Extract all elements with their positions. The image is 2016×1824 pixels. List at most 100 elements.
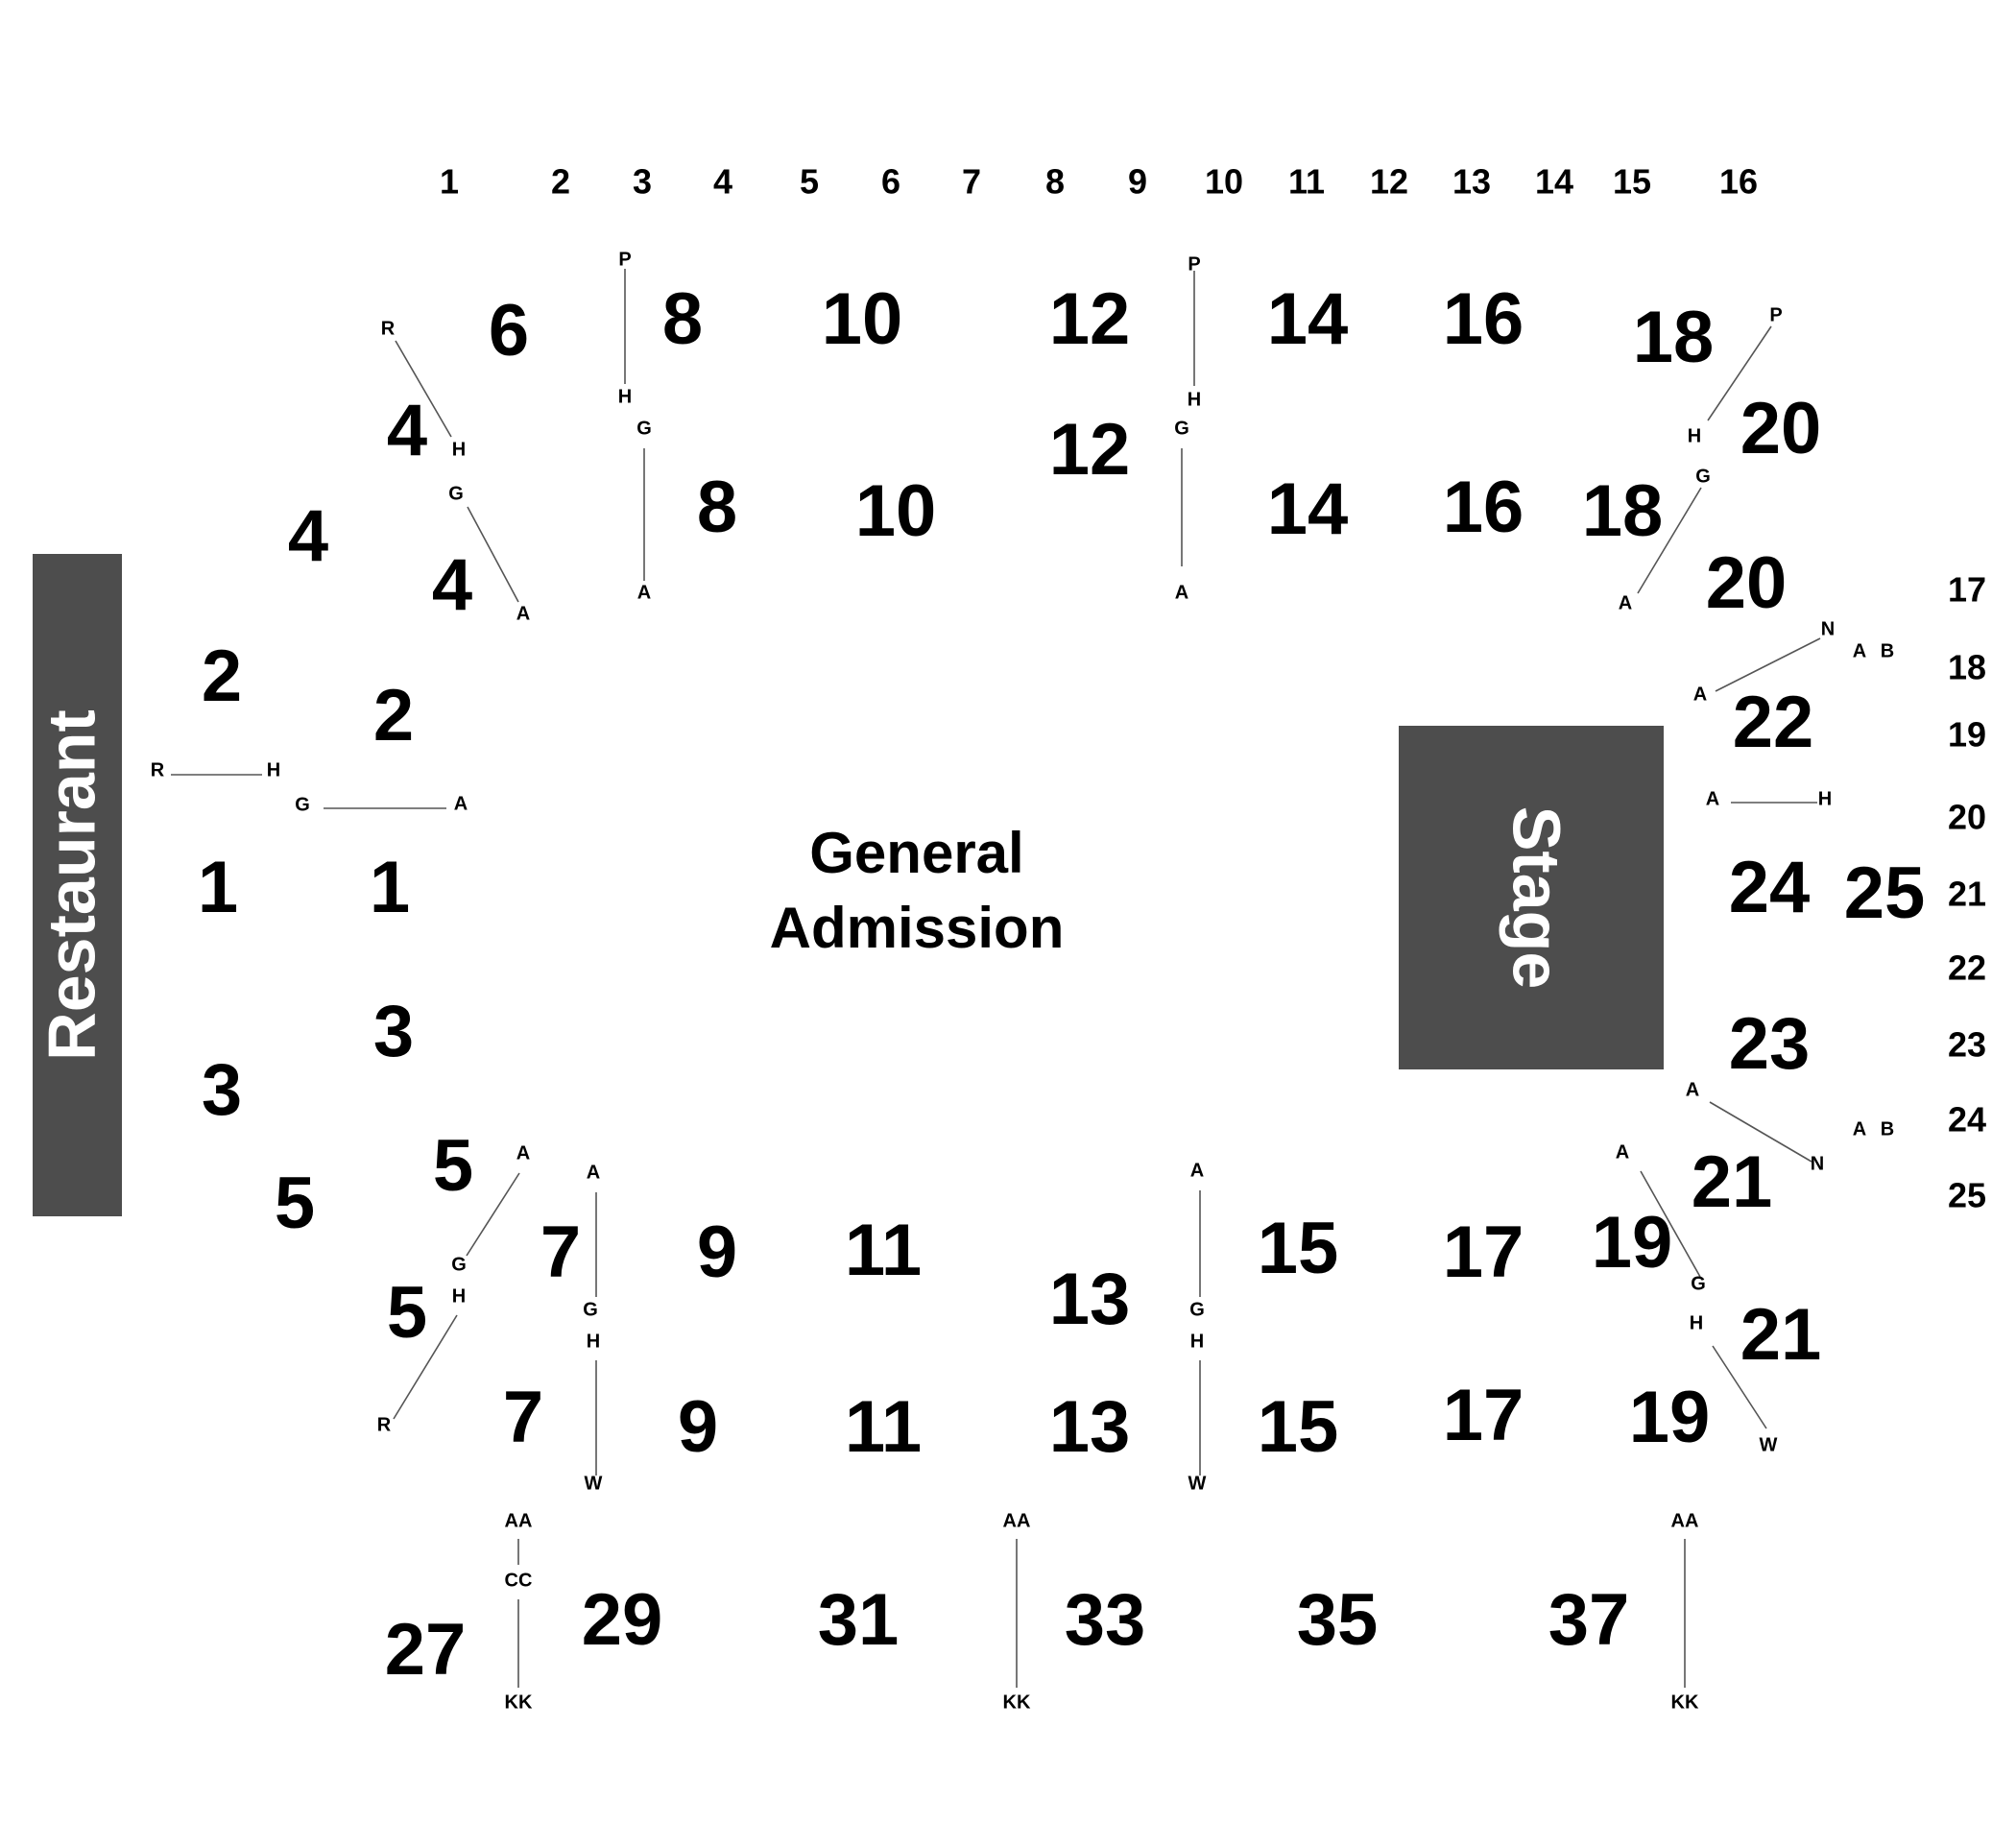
row-letter: G bbox=[448, 483, 464, 504]
section-label[interactable]: 5 bbox=[275, 1163, 315, 1244]
aisle-line bbox=[467, 506, 519, 603]
column-number: 11 bbox=[1288, 162, 1325, 202]
column-number: 1 bbox=[440, 162, 459, 202]
row-letter: A bbox=[1619, 592, 1632, 613]
row-letter: A bbox=[1190, 1160, 1204, 1181]
row-letter: H bbox=[1690, 1312, 1703, 1333]
section-label[interactable]: 11 bbox=[845, 1210, 922, 1291]
section-label[interactable]: 10 bbox=[855, 470, 937, 552]
row-letter: G bbox=[1691, 1273, 1706, 1294]
section-label[interactable]: 10 bbox=[822, 278, 903, 360]
section-label[interactable]: 33 bbox=[1065, 1579, 1146, 1661]
section-label[interactable]: 3 bbox=[202, 1049, 242, 1131]
section-label[interactable]: 8 bbox=[662, 278, 703, 360]
section-label[interactable]: 29 bbox=[582, 1579, 663, 1661]
section-label[interactable]: 20 bbox=[1740, 388, 1822, 469]
section-label[interactable]: 22 bbox=[1733, 682, 1814, 763]
restaurant-block[interactable]: Restaurant bbox=[33, 554, 122, 1216]
section-label[interactable]: 27 bbox=[385, 1609, 467, 1691]
column-number: 5 bbox=[800, 162, 819, 202]
row-letter: G bbox=[451, 1254, 467, 1275]
row-letter: A bbox=[1616, 1141, 1629, 1163]
row-letter: A bbox=[1853, 640, 1866, 661]
section-label[interactable]: 1 bbox=[198, 847, 238, 928]
row-letter: CC bbox=[505, 1570, 533, 1591]
section-label[interactable]: 16 bbox=[1443, 278, 1524, 360]
section-label[interactable]: 21 bbox=[1740, 1294, 1822, 1376]
section-label[interactable]: 13 bbox=[1049, 1259, 1131, 1340]
aisle-line bbox=[1709, 1101, 1812, 1163]
section-label[interactable]: 4 bbox=[288, 495, 328, 577]
row-letter: A bbox=[454, 793, 468, 814]
section-label[interactable]: 2 bbox=[373, 675, 414, 756]
section-label[interactable]: 18 bbox=[1582, 470, 1664, 552]
row-letter: R bbox=[381, 318, 396, 339]
section-label[interactable]: 7 bbox=[503, 1377, 543, 1458]
section-label[interactable]: 1 bbox=[370, 847, 410, 928]
section-label[interactable]: 18 bbox=[1633, 297, 1715, 378]
section-label[interactable]: 9 bbox=[697, 1212, 737, 1293]
section-label[interactable]: 11 bbox=[845, 1386, 922, 1468]
section-label[interactable]: 24 bbox=[1729, 847, 1811, 928]
section-label[interactable]: 31 bbox=[818, 1579, 900, 1661]
row-letter: B bbox=[1881, 1118, 1894, 1140]
section-label[interactable]: 17 bbox=[1443, 1375, 1524, 1456]
section-label[interactable]: 15 bbox=[1258, 1208, 1339, 1289]
section-label[interactable]: 4 bbox=[387, 390, 427, 471]
row-letter: P bbox=[1769, 304, 1782, 325]
section-label[interactable]: 7 bbox=[540, 1212, 581, 1293]
row-letter: KK bbox=[1671, 1692, 1699, 1713]
section-label[interactable]: 2 bbox=[202, 636, 242, 717]
section-label[interactable]: 12 bbox=[1049, 409, 1131, 491]
general-admission-area[interactable]: General Admission bbox=[770, 821, 1065, 960]
column-number: 15 bbox=[1613, 162, 1651, 202]
row-letter: G bbox=[1695, 466, 1711, 487]
section-label[interactable]: 14 bbox=[1267, 468, 1349, 550]
column-number: 2 bbox=[551, 162, 570, 202]
right-row-numbers: 17 18 19 20 21 22 23 24 25 bbox=[1948, 570, 1986, 1215]
aisle-line bbox=[466, 1172, 520, 1257]
section-label[interactable]: 16 bbox=[1443, 467, 1524, 548]
section-label[interactable]: 4 bbox=[432, 544, 472, 626]
section-label[interactable]: 17 bbox=[1443, 1212, 1524, 1293]
section-label[interactable]: 9 bbox=[678, 1386, 718, 1468]
general-admission-line-1: General bbox=[809, 821, 1023, 885]
row-letter: G bbox=[1189, 1299, 1205, 1320]
section-label[interactable]: 15 bbox=[1258, 1386, 1339, 1468]
section-label[interactable]: 20 bbox=[1706, 542, 1788, 624]
right-number: 20 bbox=[1948, 798, 1986, 837]
row-letter: W bbox=[1188, 1473, 1207, 1494]
stage-block[interactable]: Stage bbox=[1399, 726, 1664, 1069]
section-label[interactable]: 13 bbox=[1049, 1386, 1131, 1468]
section-label[interactable]: 19 bbox=[1629, 1377, 1711, 1458]
section-label[interactable]: 35 bbox=[1297, 1579, 1379, 1661]
right-number: 22 bbox=[1948, 948, 1986, 988]
section-label[interactable]: 5 bbox=[433, 1125, 473, 1207]
column-number: 4 bbox=[713, 162, 732, 202]
right-number: 25 bbox=[1948, 1176, 1986, 1215]
section-label[interactable]: 37 bbox=[1548, 1579, 1630, 1661]
section-label[interactable]: 25 bbox=[1844, 852, 1926, 934]
aisle-line bbox=[1712, 1345, 1767, 1429]
section-label[interactable]: 14 bbox=[1267, 278, 1349, 360]
row-letter: H bbox=[1818, 788, 1832, 809]
row-letter: G bbox=[583, 1299, 598, 1320]
right-number: 24 bbox=[1948, 1100, 1986, 1140]
section-label[interactable]: 12 bbox=[1049, 278, 1131, 360]
column-number: 7 bbox=[962, 162, 981, 202]
section-label[interactable]: 21 bbox=[1692, 1141, 1773, 1223]
stage-rect bbox=[1399, 726, 1664, 1069]
row-letter: N bbox=[1811, 1153, 1824, 1174]
section-label[interactable]: 5 bbox=[387, 1272, 427, 1354]
section-label[interactable]: 3 bbox=[373, 991, 414, 1072]
row-letter: H bbox=[1190, 1331, 1204, 1352]
section-label[interactable]: 6 bbox=[489, 290, 529, 372]
row-letters: P H P H R H G A G A G A P H G A N A B A … bbox=[151, 249, 1894, 1713]
row-letter: KK bbox=[505, 1692, 533, 1713]
row-letter: B bbox=[1881, 640, 1894, 661]
section-label[interactable]: 8 bbox=[697, 467, 737, 548]
section-label[interactable]: 19 bbox=[1592, 1202, 1673, 1284]
row-letter: A bbox=[1693, 684, 1707, 705]
section-label[interactable]: 23 bbox=[1729, 1003, 1811, 1085]
